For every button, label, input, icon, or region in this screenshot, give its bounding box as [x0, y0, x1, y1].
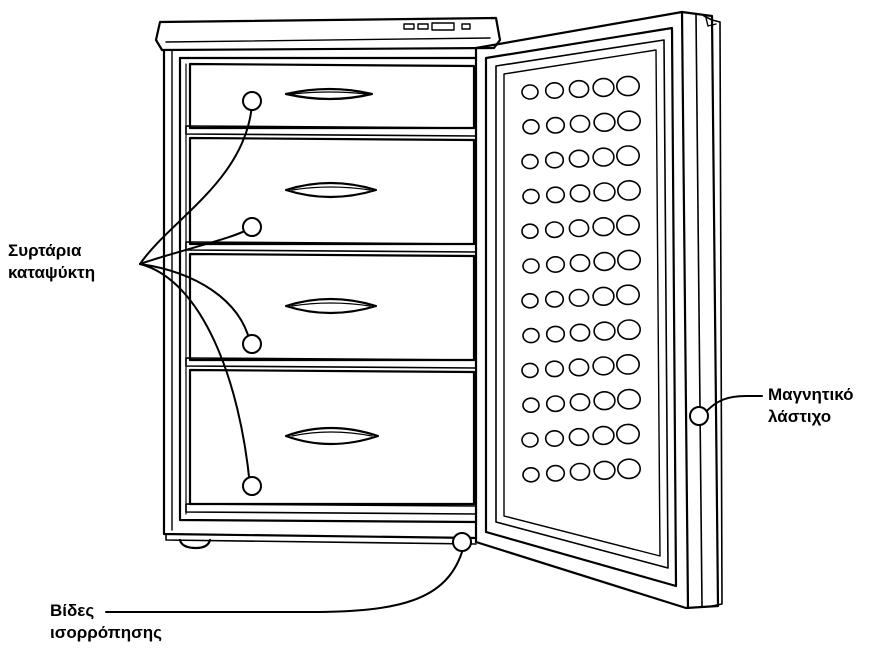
drawer-4	[186, 370, 476, 514]
control-panel	[404, 23, 470, 30]
marker-drawer-1	[243, 92, 261, 110]
door-dimple	[522, 433, 538, 447]
door-dimple	[569, 81, 588, 98]
door-dimple	[546, 431, 564, 446]
door-dimple	[618, 250, 640, 269]
label-freezer-drawers-line1: Συρτάρια	[8, 240, 95, 262]
door-dimple	[570, 255, 589, 272]
door-dimple	[523, 468, 539, 482]
marker-drawer-4	[243, 477, 261, 495]
door-dimple	[618, 111, 640, 130]
door-dimple	[617, 355, 639, 374]
door-dimple	[546, 83, 564, 98]
door-dimple	[618, 459, 640, 478]
label-levelling-feet: Βίδες ισορρόπησης	[50, 600, 162, 644]
door-dimple	[570, 464, 589, 481]
door-dimple	[523, 329, 539, 343]
door-dimple	[594, 113, 615, 131]
door-dimple	[618, 181, 640, 200]
door-dimple	[546, 222, 564, 237]
door-dimple	[522, 224, 538, 238]
door-dimple	[570, 324, 589, 341]
door-dimple	[547, 396, 565, 411]
drawer-1	[186, 64, 476, 136]
door-shelf-dimples	[522, 76, 640, 481]
door-dimple	[522, 294, 538, 308]
label-magnetic-gasket-line2: λάστιχο	[768, 406, 854, 428]
door-dimple	[617, 424, 639, 443]
door-dimple	[569, 290, 588, 307]
door-dimple	[546, 361, 564, 376]
door-dimple	[522, 363, 538, 377]
door-dimple	[594, 322, 615, 340]
door-dimple	[593, 427, 614, 445]
door-dimple	[594, 183, 615, 201]
door-dimple	[618, 320, 640, 339]
label-magnetic-gasket: Μαγνητικό λάστιχο	[768, 384, 854, 428]
door-dimple	[617, 285, 639, 304]
door-dimple	[523, 259, 539, 273]
door-dimple	[547, 466, 565, 481]
door-dimple	[593, 287, 614, 305]
door-dimple	[522, 155, 538, 169]
door-dimple	[570, 116, 589, 133]
freezer-door	[476, 12, 722, 608]
drawer-2	[186, 138, 476, 252]
door-dimple	[546, 152, 564, 167]
cabinet-body	[156, 18, 500, 548]
drawer-handle	[286, 428, 378, 444]
door-dimple	[617, 216, 639, 235]
label-freezer-drawers-line2: καταψύκτη	[8, 262, 95, 284]
marker-drawer-3	[243, 335, 261, 353]
door-dimple	[570, 185, 589, 202]
door-dimple	[594, 253, 615, 271]
drawer-handle	[286, 299, 376, 313]
door-dimple	[569, 359, 588, 376]
drawer-handle	[286, 89, 372, 99]
door-dimple	[547, 187, 565, 202]
door-dimple	[569, 150, 588, 167]
door-dimple	[594, 461, 615, 479]
door-dimple	[547, 118, 565, 133]
drawer-3	[186, 254, 476, 368]
door-dimple	[523, 398, 539, 412]
door-dimple	[523, 120, 539, 134]
marker-drawer-2	[243, 218, 261, 236]
door-dimple	[570, 394, 589, 411]
door-dimple	[547, 326, 565, 341]
drawer-handle	[286, 183, 376, 197]
door-dimple	[594, 392, 615, 410]
door-dimple	[593, 148, 614, 166]
door-dimple	[523, 189, 539, 203]
label-levelling-feet-line2: ισορρόπησης	[50, 622, 162, 644]
door-dimple	[617, 146, 639, 165]
marker-magnetic-gasket	[690, 407, 708, 425]
door-dimple	[617, 76, 639, 95]
door-dimple	[547, 257, 565, 272]
door-dimple	[569, 220, 588, 237]
marker-levelling-foot	[453, 533, 471, 551]
door-dimple	[593, 79, 614, 97]
label-magnetic-gasket-line1: Μαγνητικό	[768, 384, 854, 406]
door-dimple	[593, 218, 614, 236]
drawers	[186, 64, 476, 514]
label-levelling-feet-line1: Βίδες	[50, 600, 162, 622]
door-dimple	[569, 429, 588, 446]
label-freezer-drawers: Συρτάρια καταψύκτη	[8, 240, 95, 284]
door-dimple	[618, 390, 640, 409]
door-dimple	[546, 292, 564, 307]
door-dimple	[522, 85, 538, 99]
door-dimple	[593, 357, 614, 375]
